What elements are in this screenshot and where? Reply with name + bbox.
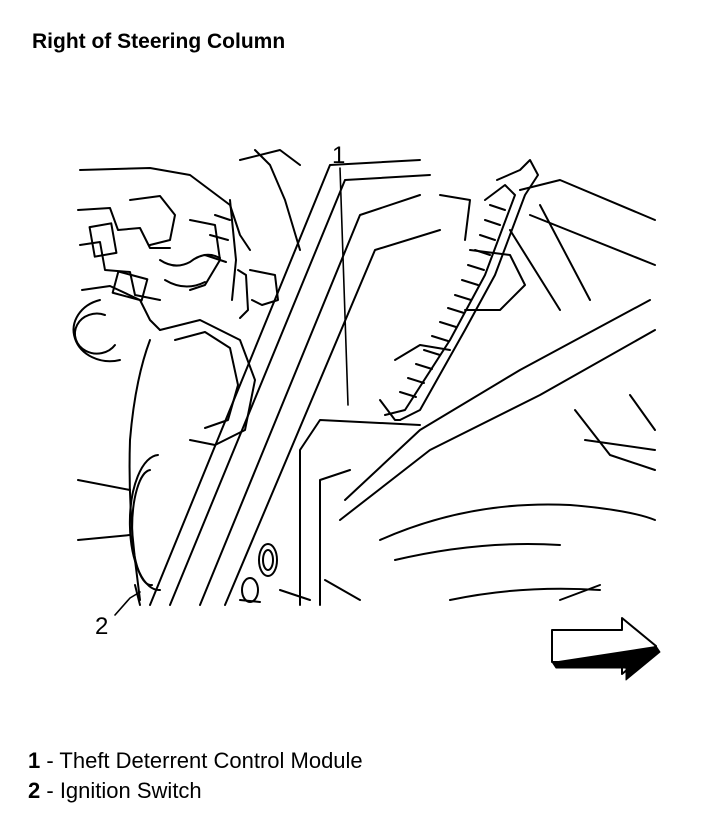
legend-label-ignition-switch: Ignition Switch [59,778,202,803]
page-title: Right of Steering Column [32,30,286,53]
dash-structure [439,179,656,471]
callout-2-leader [114,591,141,616]
arrow-right-icon [551,617,661,681]
legend-item: 1 - Theft Deterrent Control Module [28,748,363,773]
fastener-holes [239,543,361,603]
callout-1-leader [339,167,349,406]
module-strap [379,159,539,421]
wiring-harness-area [72,149,301,363]
legend: 1 - Theft Deterrent Control Module 2 - I… [28,746,363,806]
legend-item: 2 - Ignition Switch [28,778,202,803]
callout-number-2: 2 [95,613,109,640]
legend-label-theft-deterrent-control-module: Theft Deterrent Control Module [59,748,363,773]
callout-number-1: 1 [332,142,346,169]
trim-panel-lines [149,159,656,606]
